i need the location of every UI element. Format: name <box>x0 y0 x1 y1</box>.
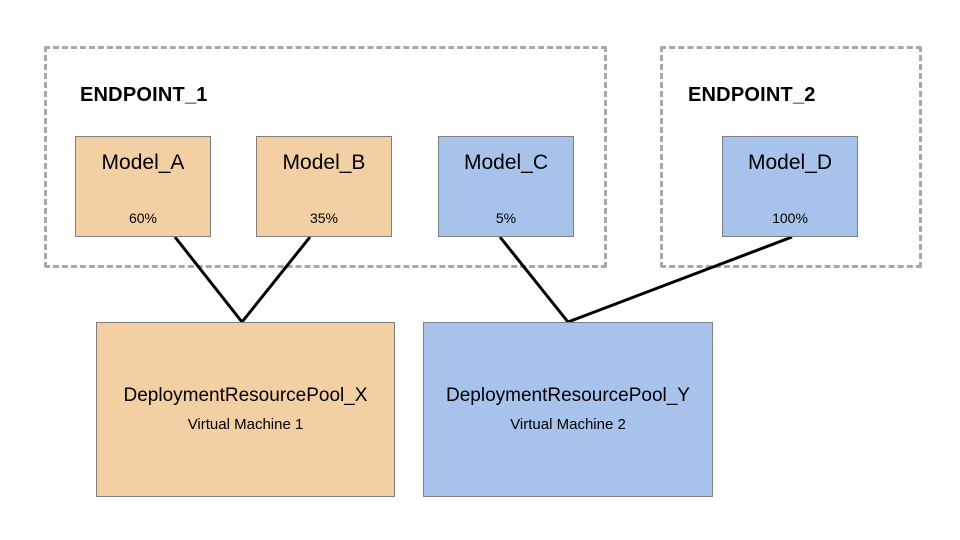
model-box-model_b[interactable]: Model_B 35% <box>256 136 392 237</box>
model-box-model_d[interactable]: Model_D 100% <box>722 136 858 237</box>
model-traffic-split-label: 60% <box>128 210 158 226</box>
model-name-label: Model_C <box>463 151 549 174</box>
resource-pool-name-label: DeploymentResourcePool_Y <box>446 384 690 406</box>
model-traffic-split-label: 5% <box>495 210 517 226</box>
model-name-label: Model_B <box>282 151 366 174</box>
endpoint-label-2: ENDPOINT_2 <box>688 84 816 106</box>
endpoint-label-1: ENDPOINT_1 <box>80 84 208 106</box>
virtual-machine-label: Virtual Machine 2 <box>510 416 626 434</box>
endpoint-group-1 <box>44 46 607 268</box>
model-box-model_a[interactable]: Model_A 60% <box>75 136 211 237</box>
model-name-label: Model_D <box>747 151 833 174</box>
resource-pool-box-x[interactable]: DeploymentResourcePool_X Virtual Machine … <box>96 322 395 497</box>
resource-pool-box-y[interactable]: DeploymentResourcePool_Y Virtual Machine … <box>423 322 713 497</box>
model-box-model_c[interactable]: Model_C 5% <box>438 136 574 237</box>
model-traffic-split-label: 35% <box>309 210 339 226</box>
model-traffic-split-label: 100% <box>772 210 808 226</box>
virtual-machine-label: Virtual Machine 1 <box>187 416 304 434</box>
resource-pool-name-label: DeploymentResourcePool_X <box>123 384 368 406</box>
model-name-label: Model_A <box>101 151 185 174</box>
